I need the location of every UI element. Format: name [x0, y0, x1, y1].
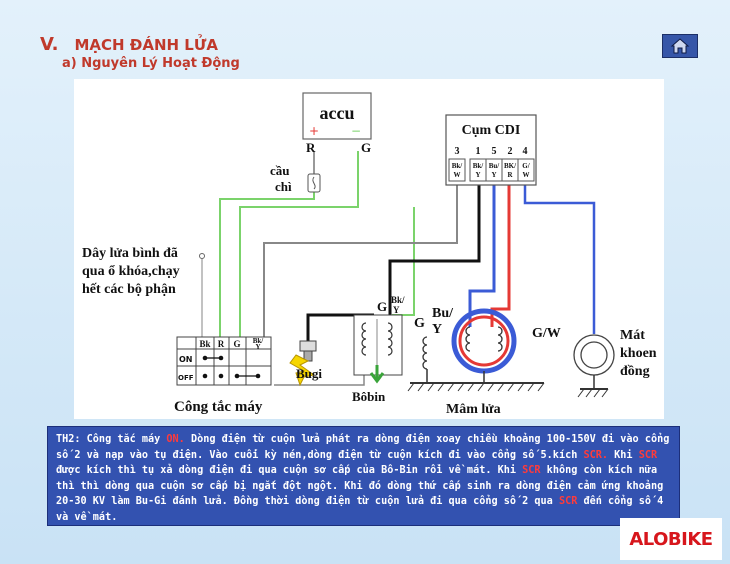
- switch-label: Công tắc máy: [174, 399, 263, 415]
- info-scr-3: SCR: [522, 465, 541, 477]
- ignition-switch: Bk R G Bk/ Y ON OFF: [176, 336, 272, 386]
- info-on: ON.: [166, 434, 185, 445]
- cdi-pin-5-bottom: W: [523, 171, 530, 179]
- wire-bkw: [263, 183, 458, 337]
- section-title-text: MẠCH ĐÁNH LỬA: [74, 36, 218, 54]
- cdi-pin-4-bottom: R: [507, 171, 513, 179]
- battery-g: G: [361, 140, 371, 155]
- cdi-numbers: 3 1 5 2 4: [455, 146, 528, 157]
- ground-terminal: [573, 334, 615, 398]
- info-part-5: không còn kích nữa thì thì dòng qua cuộn…: [56, 465, 664, 508]
- switch-off: OFF: [178, 374, 194, 382]
- stator-gw: G/W: [532, 326, 561, 341]
- info-scr-4: SCR: [558, 496, 578, 508]
- cdi-num-5: 4: [523, 146, 528, 157]
- switch-head-bky-top: Bk/: [253, 337, 265, 345]
- info-scr-1: SCR.: [583, 449, 609, 461]
- cdi-pins: Bk/ W Bk/ Y Bu/ Y BK/ R G/ W: [448, 158, 535, 182]
- cdi-num-2: 1: [476, 146, 481, 157]
- ground-line-1: Mát: [620, 328, 645, 343]
- stator-label: Mâm lửa: [446, 402, 501, 417]
- note-line-2: qua ổ khóa,chạy: [82, 264, 180, 279]
- cdi-pin-3-bottom: Y: [491, 171, 496, 179]
- alobike-logo: ALOBIKE: [620, 518, 722, 560]
- cdi-pin-5-top: G/: [522, 162, 530, 170]
- logo-text: ALOBIKE: [629, 528, 713, 550]
- section-number: V.: [40, 34, 59, 55]
- switch-head-bky-bottom: Y: [255, 343, 260, 351]
- cdi-pin-2-top: Bk/: [473, 162, 485, 170]
- battery-note: Dây lửa bình đã qua ổ khóa,chạy hết các …: [82, 246, 180, 297]
- battery-plus: +: [309, 124, 319, 138]
- note-line-1: Dây lửa bình đã: [82, 246, 178, 261]
- cdi-num-1: 3: [455, 146, 460, 157]
- info-part-3: Khi: [608, 449, 639, 461]
- coil-label: Bôbin: [352, 389, 386, 404]
- ignition-coil: [353, 314, 403, 384]
- wire-fuse-lower: [219, 191, 315, 337]
- section-title: V. MẠCH ĐÁNH LỬA: [40, 34, 218, 55]
- wire-switch-ground: [274, 375, 365, 386]
- battery-minus: −: [351, 124, 361, 138]
- switch-head-bk: Bk: [199, 339, 210, 349]
- info-part-4: được kích thì tụ xả dòng điện đi qua cuộ…: [56, 465, 523, 477]
- cdi-pin-1-top: Bk/: [452, 162, 464, 170]
- info-part-1: TH2: Công tắc máy: [56, 434, 167, 445]
- wire-gw: [523, 183, 596, 334]
- stator-buy-bottom: Y: [432, 322, 442, 337]
- battery-box: [302, 92, 372, 140]
- ground-line-3: đồng: [620, 364, 650, 379]
- info-part-2: Dòng điện từ cuộn lửa phát ra dòng điện …: [56, 434, 670, 461]
- wire-green-main: [239, 151, 359, 337]
- spark-plug: [289, 340, 317, 387]
- spark-plug-label: Bugi: [296, 366, 322, 381]
- coil-ground-arrow-icon: [369, 365, 385, 384]
- switch-head-r: R: [218, 339, 225, 349]
- wire-blue-yellow: [468, 183, 496, 327]
- note-line-3: hết các bộ phận: [82, 282, 176, 297]
- stator-buy-top: Bu/: [432, 306, 454, 321]
- cdi-pin-4-top: BK/: [504, 162, 517, 170]
- coil-g: G: [377, 299, 387, 314]
- coil-bky-bottom: Y: [393, 305, 400, 315]
- section-subtitle: a) Nguyên Lý Hoạt Động: [62, 56, 240, 71]
- switch-head-g: G: [233, 339, 240, 349]
- cdi-pin-3-top: Bu/: [489, 162, 501, 170]
- home-icon: [670, 38, 690, 54]
- wire-black: [388, 183, 481, 315]
- cdi-pin-1-bottom: W: [454, 171, 461, 179]
- stator: [407, 308, 545, 392]
- fuse-label-1: cầu: [270, 163, 290, 178]
- cdi-label: Cụm CDI: [462, 123, 521, 138]
- ground-line-2: khoen: [620, 346, 657, 361]
- switch-on: ON: [179, 355, 193, 364]
- battery-label: accu: [320, 103, 355, 123]
- wire-spark: [306, 313, 374, 341]
- coil-bky-top: Bk/: [391, 295, 405, 305]
- ignition-diagram: accu + − R G cầu chì Cụm CDI 3 1 5 2 4 B…: [74, 79, 664, 419]
- cdi-num-3: 5: [492, 146, 497, 157]
- info-scr-2: SCR: [638, 449, 658, 461]
- stator-g: G: [414, 316, 425, 331]
- cdi-num-4: 2: [508, 146, 513, 157]
- cdi-pin-2-bottom: Y: [475, 171, 480, 179]
- spark-bolt-icon: [289, 354, 316, 387]
- fuse-label-2: chì: [275, 179, 292, 194]
- battery-r: R: [306, 140, 316, 155]
- explanation-box: TH2: Công tắc máy ON. Dòng điện từ cuộn …: [47, 426, 680, 526]
- home-button[interactable]: [662, 34, 698, 58]
- info-part-6: đến cổng số 4 và về mát.: [56, 496, 664, 523]
